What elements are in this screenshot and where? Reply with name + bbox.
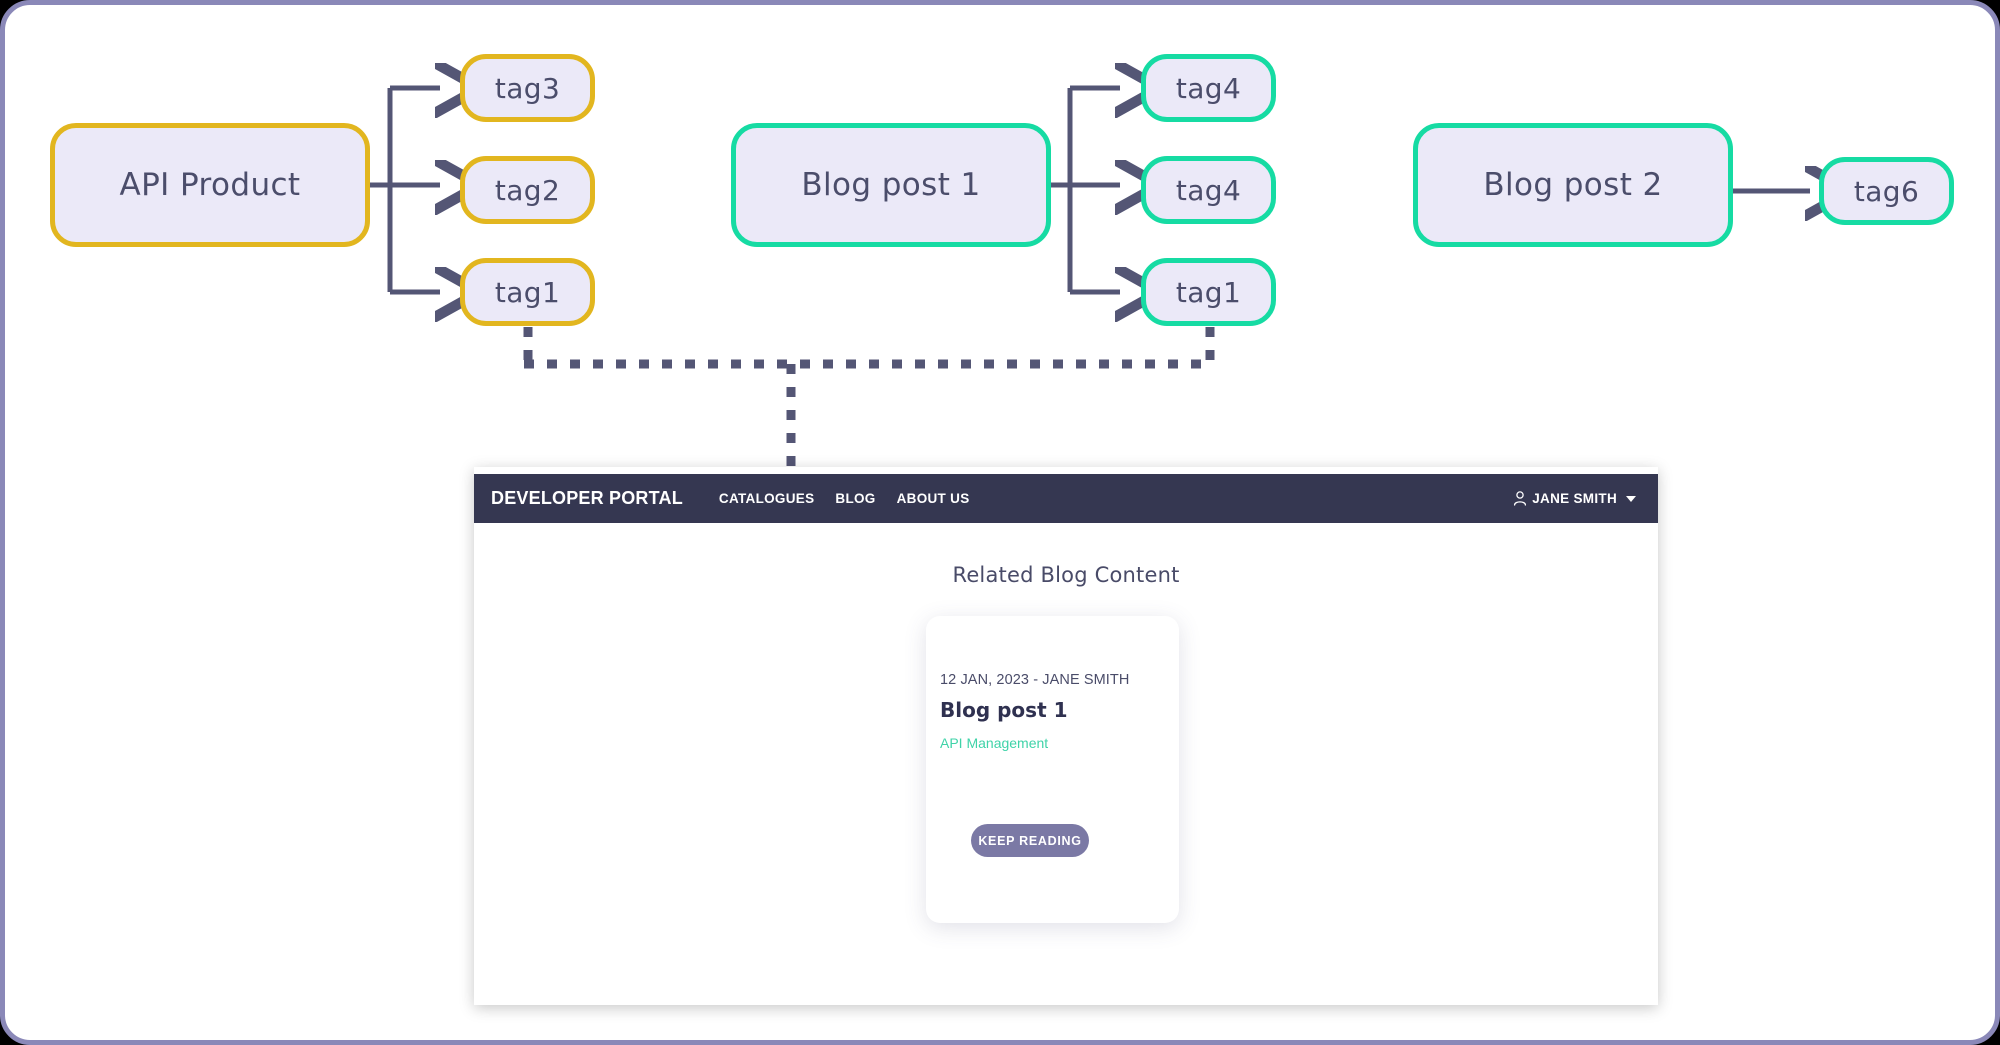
node-label: tag4 — [1175, 71, 1242, 105]
node-label: tag2 — [494, 173, 561, 207]
keep-reading-button[interactable]: KEEP READING — [971, 824, 1089, 857]
node-blog-post-2[interactable]: Blog post 2 — [1413, 123, 1733, 247]
node-api-product[interactable]: API Product — [50, 123, 370, 247]
user-menu[interactable]: JANE SMITH — [1513, 491, 1636, 506]
node-label: tag6 — [1853, 174, 1920, 208]
blog-post-1-connectors — [1051, 88, 1120, 292]
blog-card-title: Blog post 1 — [940, 698, 1068, 722]
node-tag1-yellow[interactable]: tag1 — [460, 258, 595, 326]
node-label: tag1 — [494, 275, 561, 309]
nav-item-blog[interactable]: BLOG — [835, 491, 876, 506]
person-icon — [1514, 491, 1527, 506]
nav-item-about-us[interactable]: ABOUT US — [896, 491, 970, 506]
node-tag4-b[interactable]: tag4 — [1141, 156, 1276, 224]
portal-nav: CATALOGUES BLOG ABOUT US — [719, 491, 970, 506]
user-name: JANE SMITH — [1532, 491, 1617, 506]
portal-body: Related Blog Content 12 JAN, 2023 - JANE… — [474, 523, 1658, 1005]
node-label: Blog post 2 — [1483, 167, 1663, 203]
chevron-down-icon[interactable] — [1626, 495, 1636, 502]
blog-card-meta: 12 JAN, 2023 - JANE SMITH — [940, 672, 1130, 688]
node-label: tag1 — [1175, 275, 1242, 309]
portal-navbar: DEVELOPER PORTAL CATALOGUES BLOG ABOUT U… — [474, 474, 1658, 523]
blog-card-tag-link[interactable]: API Management — [940, 735, 1049, 751]
node-label: tag4 — [1175, 173, 1242, 207]
section-title: Related Blog Content — [952, 563, 1180, 587]
nav-item-catalogues[interactable]: CATALOGUES — [718, 491, 815, 506]
node-tag1-teal[interactable]: tag1 — [1141, 258, 1276, 326]
blog-card[interactable]: 12 JAN, 2023 - JANE SMITH Blog post 1 AP… — [926, 616, 1179, 923]
node-tag6[interactable]: tag6 — [1819, 157, 1954, 225]
portal-brand[interactable]: DEVELOPER PORTAL — [491, 488, 683, 508]
node-tag4-a[interactable]: tag4 — [1141, 54, 1276, 122]
node-label: API Product — [119, 167, 301, 203]
api-product-connectors — [370, 88, 440, 292]
node-blog-post-1[interactable]: Blog post 1 — [731, 123, 1051, 247]
node-label: tag3 — [494, 71, 561, 105]
node-tag3[interactable]: tag3 — [460, 54, 595, 122]
developer-portal-panel: DEVELOPER PORTAL CATALOGUES BLOG ABOUT U… — [474, 467, 1658, 1005]
node-tag2[interactable]: tag2 — [460, 156, 595, 224]
node-label: Blog post 1 — [801, 167, 981, 203]
